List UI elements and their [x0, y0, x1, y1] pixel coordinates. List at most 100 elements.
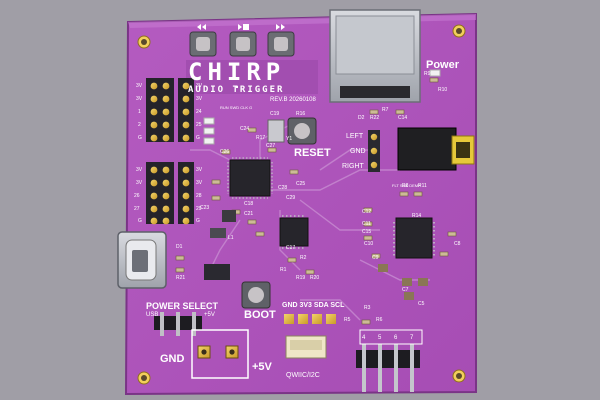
qwiic-label: QWIIC/I2C — [286, 372, 320, 379]
trigger-header — [356, 329, 423, 392]
led-labels: RUN SWD CLK G — [220, 105, 253, 110]
pin-label: 3V — [196, 83, 203, 89]
refdes: C27 — [266, 143, 276, 149]
pin-label: 2 — [138, 122, 141, 128]
refdes: R3 — [364, 305, 371, 311]
inductor — [222, 210, 236, 222]
power-led — [429, 69, 441, 77]
pin-label: 25 — [196, 122, 202, 128]
refdes: Y1 — [286, 136, 293, 142]
audio-header — [368, 130, 380, 172]
refdes: C28 — [278, 185, 288, 191]
dac-chip — [395, 217, 433, 259]
refdes: R2 — [300, 255, 307, 261]
pin-label: 28 — [196, 193, 202, 199]
pin-label: G — [138, 135, 142, 141]
refdes: D2 — [358, 115, 365, 121]
refdes: R1 — [280, 267, 287, 273]
trigger-6-label: 6 — [394, 335, 398, 341]
refdes: C7 — [402, 287, 409, 293]
refdes: C9 — [372, 255, 379, 261]
pin-label: 3V — [136, 96, 143, 102]
refdes: R20 — [310, 275, 320, 281]
regulator-chip — [204, 264, 230, 280]
pin-label: 29 — [196, 206, 202, 212]
pin-label: 27 — [134, 206, 140, 212]
refdes: C24 — [240, 126, 250, 132]
refdes: R16 — [296, 111, 306, 117]
usb-c-connector — [117, 231, 167, 289]
trigger-7-label: 7 — [410, 335, 414, 341]
i2c-pads — [284, 314, 336, 324]
usb-label: USB — [146, 312, 159, 318]
right-label: RIGHT — [342, 163, 364, 170]
power-label: Power — [426, 59, 460, 71]
reset-button-component — [287, 117, 317, 145]
pin-label: 24 — [196, 109, 202, 115]
refdes: R22 — [370, 115, 380, 121]
refdes: R9 — [424, 71, 431, 77]
qwiic-connector — [285, 335, 327, 359]
refdes: R19 — [296, 275, 306, 281]
chirp-logo — [186, 60, 318, 94]
refdes: C14 — [398, 115, 408, 121]
refdes: C11 — [362, 221, 371, 227]
refdes: R17 — [256, 135, 266, 141]
refdes: C23 — [200, 205, 210, 211]
refdes: C17 — [286, 245, 296, 251]
refdes: C19 — [270, 111, 280, 117]
refdes: C26 — [220, 149, 230, 155]
refdes: R7 — [382, 107, 389, 113]
refdes: C12 — [362, 209, 372, 215]
pin-label: 3V — [136, 167, 143, 173]
reset-label: RESET — [294, 147, 331, 159]
refdes: R5 — [344, 317, 351, 323]
refdes: D1 — [176, 244, 183, 250]
sd-card-slot — [329, 9, 421, 103]
pin-label: G — [196, 218, 200, 224]
pin-label: 3V — [136, 180, 143, 186]
pin-label: 3V — [136, 83, 143, 89]
gnd-terminal-label: GND — [160, 353, 185, 365]
refdes: L1 — [228, 235, 234, 241]
status-leds — [203, 117, 215, 145]
trigger-5-label: 5 — [378, 335, 382, 341]
refdes: R6 — [376, 317, 383, 323]
boot-label: BOOT — [244, 309, 276, 321]
refdes: C5 — [418, 301, 425, 307]
refdes: C29 — [286, 195, 296, 201]
left-label: LEFT — [346, 133, 364, 140]
dac-labels: FLT SCK DEMP — [392, 183, 421, 188]
plus5v-terminal-label: +5V — [252, 361, 272, 373]
flash-chip — [279, 217, 309, 247]
refdes: C8 — [454, 241, 461, 247]
refdes: R8 — [402, 183, 409, 189]
pin-label: G — [196, 135, 200, 141]
refdes: R10 — [438, 87, 448, 93]
power-select-label: POWER SELECT — [146, 301, 219, 311]
pin-label: 26 — [134, 193, 140, 199]
pin-label: 3V — [196, 96, 203, 102]
crystal — [267, 119, 285, 143]
i2c-pins-label: GND 3V3 SDA SCL — [282, 302, 345, 309]
gnd-audio-label: GND — [350, 148, 366, 155]
board-subtitle: AUDIO TRIGGER — [188, 85, 285, 95]
audio-jack — [397, 127, 475, 171]
power-select-header — [154, 312, 202, 336]
refdes: R14 — [412, 213, 422, 219]
refdes: C25 — [296, 181, 306, 187]
media-buttons — [189, 24, 295, 57]
boot-button-component — [241, 281, 271, 309]
board-title: CHIRP — [188, 58, 286, 86]
refdes: C10 — [364, 241, 374, 247]
pin-label: 3V — [196, 180, 203, 186]
power-terminal — [191, 329, 249, 379]
trigger-4-label: 4 — [362, 335, 366, 341]
refdes: R21 — [176, 275, 186, 281]
plus5v-select-label: +5V — [204, 312, 215, 318]
mcu-chip — [229, 159, 271, 197]
pin-label: G — [138, 218, 142, 224]
pin-label: 3V — [196, 167, 203, 173]
board-revision: REV.B 20260108 — [270, 97, 316, 103]
